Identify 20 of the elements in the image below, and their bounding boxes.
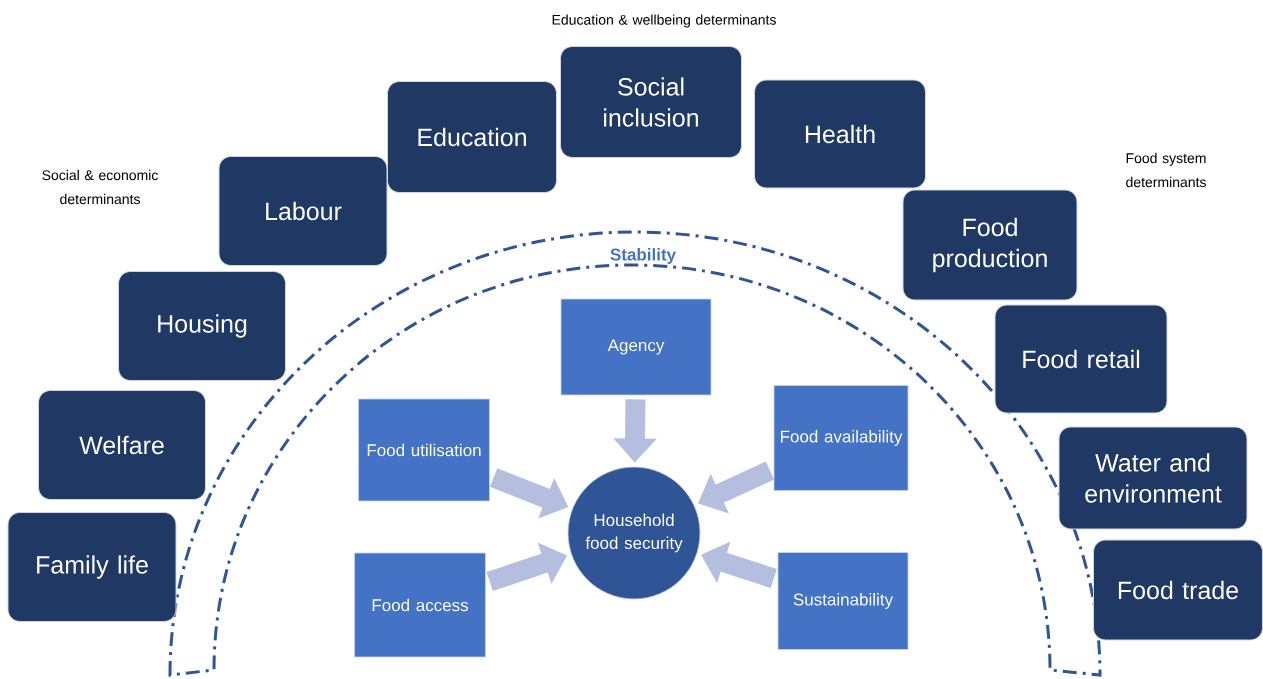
heading-label: Food system determinants — [1126, 152, 1206, 188]
heading-label: Social & economic determinants — [42, 169, 158, 205]
determinant-box: Food retail — [994, 304, 1168, 414]
determinant-box: Food production — [902, 189, 1078, 301]
determinant-box: Labour — [218, 156, 388, 266]
determinant-box: Education — [387, 81, 557, 193]
determinant-box: Welfare — [38, 390, 206, 500]
determinant-box: Family life — [7, 512, 177, 622]
dimension-box: Sustainability — [777, 552, 909, 650]
dimension-box: Food utilisation — [358, 398, 490, 502]
determinant-box: Health — [754, 79, 926, 189]
determinant-box: Water and environment — [1058, 426, 1248, 530]
dimension-box: Food availability — [773, 385, 909, 491]
band-label: Stability — [610, 248, 676, 264]
dimension-box: Agency — [560, 298, 712, 396]
determinant-box: Housing — [118, 271, 286, 381]
determinant-box: Social inclusion — [560, 46, 742, 158]
dimension-box: Food access — [354, 552, 486, 658]
determinant-box: Food trade — [1093, 539, 1263, 641]
heading-label: Education & wellbeing determinants — [552, 14, 776, 28]
